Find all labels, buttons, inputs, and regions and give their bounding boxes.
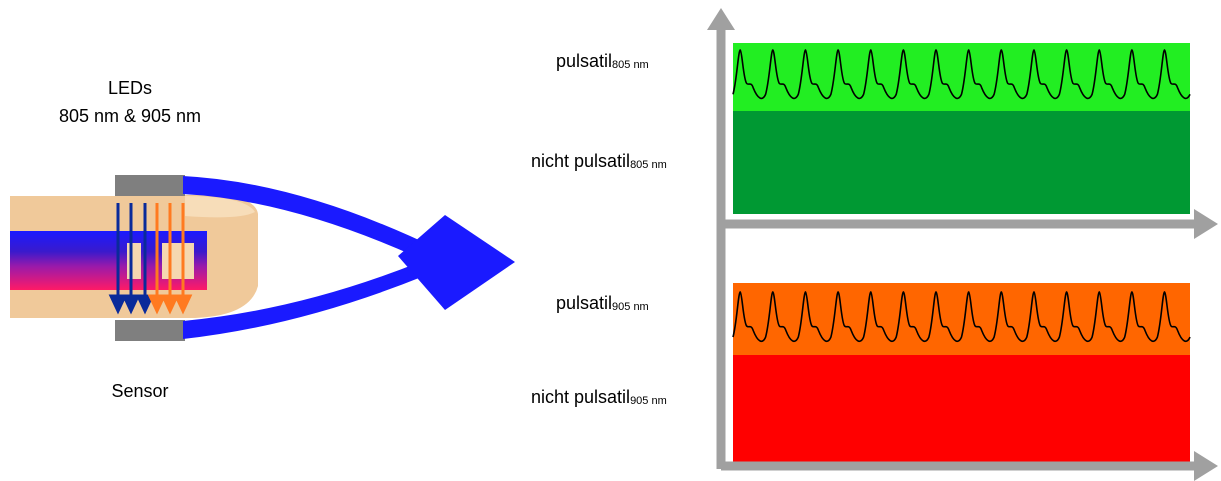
cable-arrow-bottom xyxy=(183,262,424,339)
nonpulsatile-905-band xyxy=(733,355,1190,462)
leds-label-line1: LEDs xyxy=(107,78,152,98)
pulse-waveform-905 xyxy=(732,291,1191,343)
pulse-waveform-805 xyxy=(732,49,1191,100)
sensor-label: Sensor xyxy=(111,381,169,401)
x-axis-bottom-arrowhead xyxy=(1194,451,1218,481)
nonpulsatile-805-band xyxy=(733,111,1190,214)
nonpulsatile-805-label: nicht pulsatil805 nm xyxy=(531,151,667,171)
light-window-right xyxy=(162,243,194,279)
led-905-arrows xyxy=(147,203,193,315)
cable-arrow-top xyxy=(183,176,440,264)
cable-arrow-head xyxy=(398,215,515,310)
leds-label-line2: 805 nm & 905 nm xyxy=(58,106,202,126)
pulsatile-805-band xyxy=(733,43,1190,111)
pulsatile-905-label: pulsatil905 nm xyxy=(556,293,649,313)
nonpulsatile-905-label: nicht pulsatil905 nm xyxy=(531,387,667,407)
light-window-left xyxy=(127,243,141,279)
led-805-arrows xyxy=(108,203,155,315)
axes xyxy=(707,8,1218,481)
fingernail xyxy=(185,196,255,218)
sensor-housing xyxy=(115,320,185,341)
led-housing xyxy=(115,175,185,196)
leds-label: LEDs 805 nm & 905 nm xyxy=(0,78,260,126)
finger xyxy=(10,194,258,318)
x-axis-top-arrowhead xyxy=(1194,209,1218,239)
y-axis-arrowhead xyxy=(707,8,735,30)
pulsatile-805-label: pulsatil805 nm xyxy=(556,51,649,71)
